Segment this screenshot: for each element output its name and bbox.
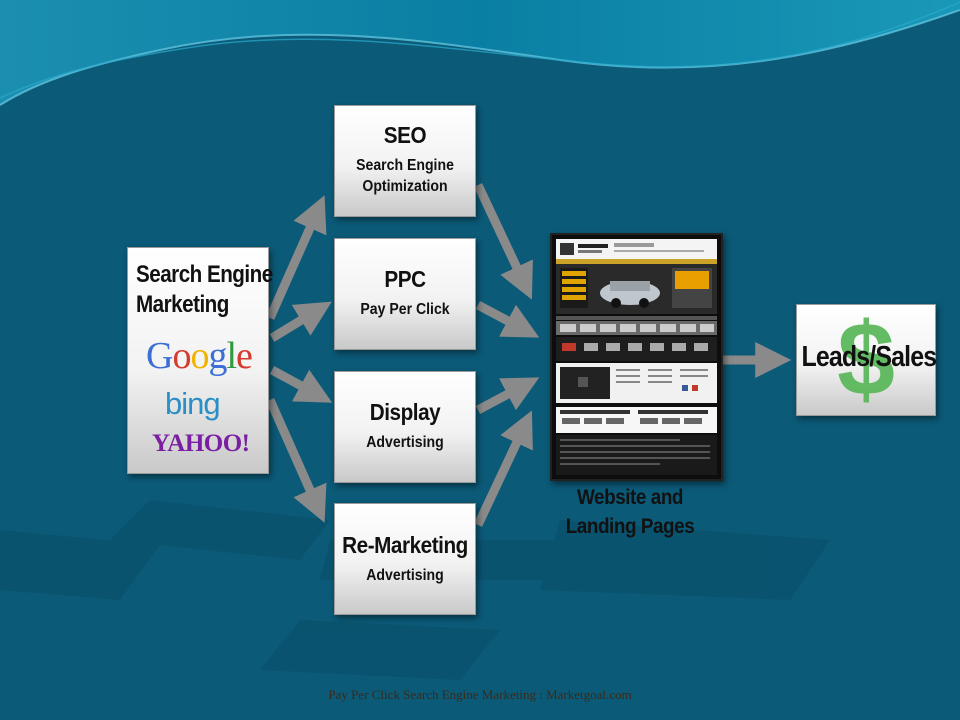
display-box: Display Advertising (334, 371, 476, 483)
website-thumbnail-graphic (552, 235, 721, 479)
ppc-title: PPC (384, 266, 426, 292)
footer-caption: Pay Per Click Search Engine Marketing : … (328, 687, 632, 702)
ppc-box: PPC Pay Per Click (334, 238, 476, 350)
display-title: Display (369, 399, 441, 425)
remarketing-subtitle: Advertising (366, 567, 444, 584)
ppc-subtitle: Pay Per Click (360, 301, 450, 318)
remarketing-box: Re-Marketing Advertising (334, 503, 476, 615)
display-subtitle: Advertising (366, 434, 444, 451)
leads-sales-label: Leads/Sales (801, 341, 938, 373)
arrow-remarketing-to-website (473, 410, 533, 527)
arrow-display-to-website (475, 377, 540, 414)
header-wave-decoration (0, 0, 960, 106)
yahoo-logo: YAHOO! (152, 430, 250, 457)
arrow-sem-to-seo (265, 195, 327, 320)
seo-subtitle-line2: Optimization (362, 178, 448, 195)
website-label-line1: Website and (576, 486, 684, 509)
arrow-sem-to-display (269, 366, 333, 403)
google-logo: Google (146, 335, 253, 377)
website-label: Website and Landing Pages (549, 483, 711, 541)
arrow-ppc-to-website (475, 301, 540, 338)
leads-sales-box: $ Leads/Sales (796, 302, 938, 418)
sem-title-line1: Search Engine (136, 261, 273, 288)
sem-title: Search Engine Marketing (136, 260, 273, 320)
arrow-sem-to-ppc (269, 301, 332, 342)
seo-subtitle-line1: Search Engine (356, 157, 454, 174)
remarketing-title: Re-Marketing (342, 532, 468, 558)
bing-logo: bing (165, 386, 221, 421)
dollar-sign-icon: $ (837, 302, 895, 418)
sem-title-line2: Marketing (136, 291, 229, 318)
search-engine-marketing-box: Search Engine Marketing Google bing YAHO… (127, 247, 273, 474)
website-label-line2: Landing Pages (565, 515, 695, 538)
arrow-seo-to-website (473, 183, 533, 300)
seo-title: SEO (383, 122, 427, 148)
seo-box: SEO Search Engine Optimization (334, 105, 476, 217)
arrow-sem-to-remarketing (265, 398, 327, 523)
website-screenshot-image (550, 233, 723, 481)
